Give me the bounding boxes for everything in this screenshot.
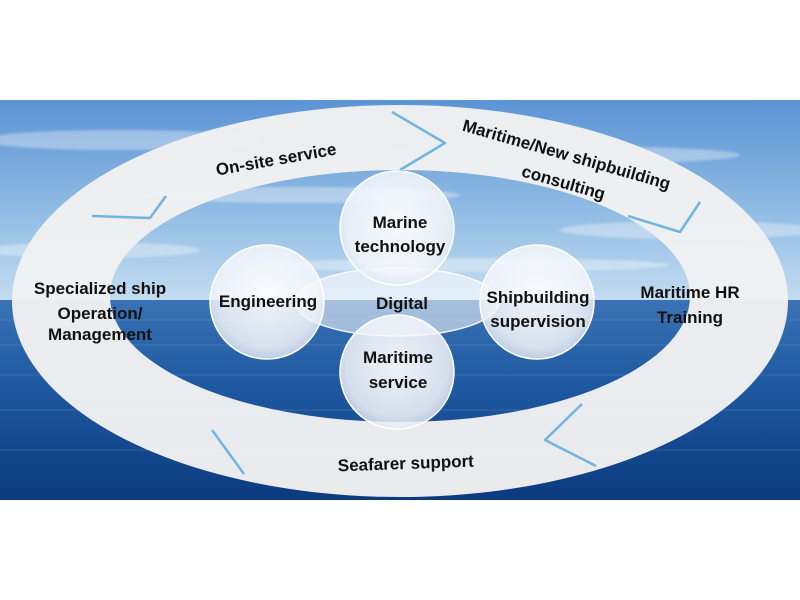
- label-ship-2: Operation/: [57, 304, 142, 323]
- label-service-1: Maritime: [363, 348, 433, 367]
- cycle-arrows: [91, 110, 702, 475]
- label-ship-3: Management: [48, 325, 152, 344]
- label-engineering: Engineering: [219, 292, 317, 311]
- label-ship-1: Specialized ship: [34, 279, 166, 298]
- arrow-lower-left: [210, 429, 246, 475]
- label-seafarer-support: Seafarer support: [337, 452, 474, 476]
- arrow-bottom: [543, 403, 597, 468]
- label-digital: Digital: [376, 294, 428, 313]
- circle-marine-technology: [339, 170, 455, 286]
- label-hr-2: Training: [657, 308, 723, 327]
- label-supervision-1: Shipbuilding: [487, 288, 590, 307]
- label-service-2: service: [369, 373, 428, 392]
- cycle-ring: [12, 105, 789, 497]
- arrow-top: [391, 110, 447, 172]
- circle-maritime-service: [339, 314, 455, 430]
- label-supervision-2: supervision: [490, 312, 585, 331]
- circle-engineering: [209, 244, 325, 360]
- circle-shipbuilding-supervision: [479, 244, 595, 360]
- label-hr-1: Maritime HR: [640, 283, 739, 302]
- label-marine-2: technology: [355, 237, 446, 256]
- arrow-right: [627, 201, 702, 234]
- arrow-left: [91, 195, 168, 220]
- ocean-diagram: Marine technology Engineering Digital Sh…: [0, 100, 800, 500]
- label-marine-1: Marine: [373, 213, 428, 232]
